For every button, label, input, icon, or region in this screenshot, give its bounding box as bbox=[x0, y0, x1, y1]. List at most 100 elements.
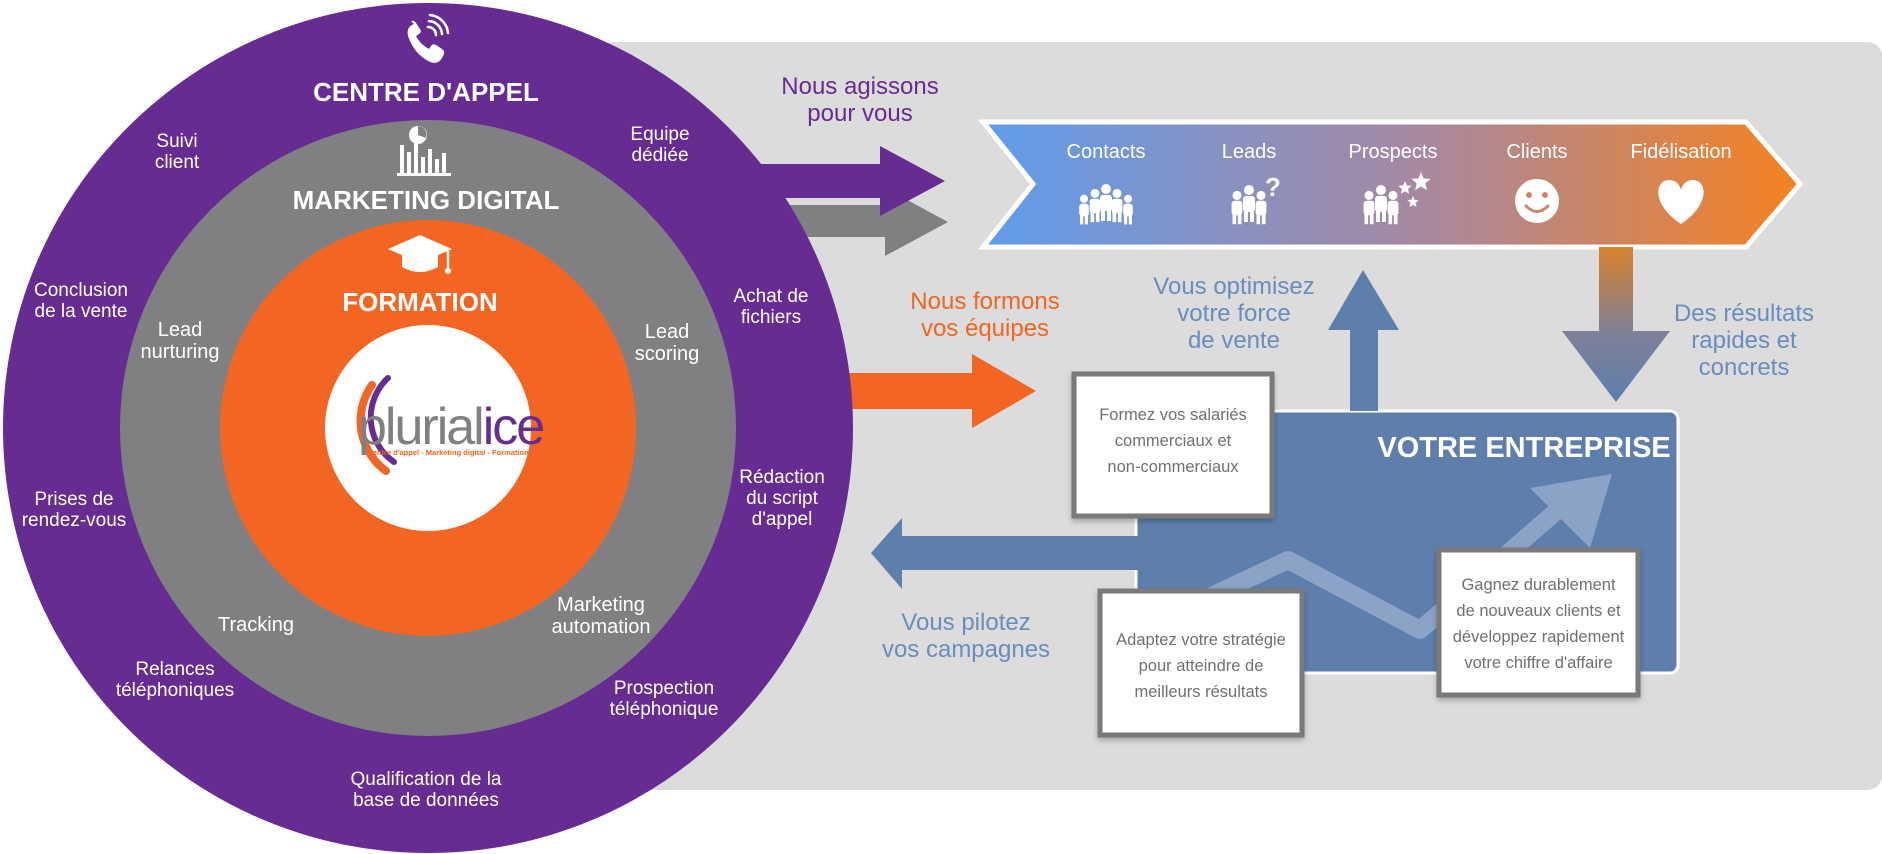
people-question-icon: ? bbox=[1231, 172, 1281, 225]
results-label-line: rapides et bbox=[1691, 327, 1797, 354]
funnel-stage-label: Fidélisation bbox=[1630, 141, 1731, 163]
outer-ring-item-line: fichiers bbox=[741, 307, 801, 328]
optimize-arrow bbox=[1328, 270, 1399, 411]
card-adapt bbox=[1097, 588, 1305, 738]
card-grow-text-line: Gagnez durablement bbox=[1461, 576, 1616, 594]
svg-text:plurialice: plurialice bbox=[358, 398, 543, 456]
chart-icon bbox=[397, 126, 451, 176]
card-adapt-text-line: Adaptez votre stratégie bbox=[1116, 631, 1286, 649]
funnel-stages: Contacts Leads? Prospects Clients Fidélisati… bbox=[1067, 141, 1732, 225]
growth-arrow-head bbox=[1530, 474, 1612, 548]
act-label-line: Nous agissons bbox=[781, 73, 938, 100]
logo-text: plurial bbox=[358, 398, 483, 456]
outer-ring-item-line: Prises de bbox=[34, 489, 113, 510]
outer-ring-title: CENTRE D'APPEL bbox=[313, 77, 539, 107]
middle-ring-item-line: nurturing bbox=[141, 341, 220, 363]
smiley-icon bbox=[1515, 179, 1559, 223]
outer-ring-item-line: Equipe bbox=[630, 124, 689, 145]
middle-ring-title: MARKETING DIGITAL bbox=[293, 185, 560, 215]
logo-tagline: Centre d'appel - Marketing digital - For… bbox=[367, 448, 529, 457]
logo-circle bbox=[325, 325, 531, 531]
outer-ring-item-line: Suivi bbox=[156, 131, 197, 152]
funnel-stage-label: Contacts bbox=[1067, 141, 1146, 163]
optimize-label-line: Vous optimisez bbox=[1153, 273, 1314, 300]
card-adapt-text-line: meilleurs résultats bbox=[1135, 683, 1268, 701]
outer-ring-item-line: d'appel bbox=[752, 509, 813, 530]
middle-ring-item-line: automation bbox=[552, 616, 651, 638]
outer-ring-item-line: rendez-vous bbox=[22, 510, 127, 531]
card-grow-text-line: votre chiffre d'affaire bbox=[1464, 654, 1612, 672]
results-arrow bbox=[1562, 247, 1670, 402]
middle-ring-item-line: Marketing bbox=[557, 594, 645, 616]
card-train-text-line: non-commerciaux bbox=[1107, 458, 1239, 476]
pilot-label-line: Vous pilotez bbox=[901, 609, 1030, 636]
svg-text:?: ? bbox=[1265, 172, 1281, 202]
card-grow-text-line: développez rapidement bbox=[1453, 628, 1625, 646]
logo: plurialice Centre d'appel - Marketing di… bbox=[356, 375, 545, 475]
results-label-line: concrets bbox=[1699, 354, 1790, 381]
outer-ring-item-line: dédiée bbox=[631, 145, 688, 166]
outer-ring-item-line: Prospection bbox=[614, 678, 714, 699]
people-group-icon bbox=[1079, 184, 1133, 225]
funnel-stage-label: Clients bbox=[1506, 141, 1567, 163]
outer-ring-item-line: Rédaction bbox=[739, 467, 825, 488]
company-title: VOTRE ENTREPRISE bbox=[1377, 432, 1670, 464]
card-train bbox=[1071, 371, 1275, 519]
optimize-label-line: votre force bbox=[1177, 300, 1290, 327]
card-train-text-line: commerciaux et bbox=[1115, 432, 1232, 450]
pilot-arrow bbox=[871, 518, 1138, 589]
outer-ring-item-line: Achat de bbox=[734, 286, 809, 307]
middle-ring-item-line: Lead bbox=[158, 319, 203, 341]
inner-ring-title: FORMATION bbox=[342, 287, 498, 317]
outer-ring-item-line: de la vente bbox=[35, 301, 128, 322]
outer-ring-item-line: téléphoniques bbox=[116, 680, 234, 701]
outer-ring-item-line: Conclusion bbox=[34, 280, 128, 301]
optimize-label-line: de vente bbox=[1188, 327, 1280, 354]
middle-ring-item-line: Lead bbox=[645, 321, 690, 343]
outer-ring-item-line: du script bbox=[746, 488, 819, 509]
outer-ring-item-line: base de données bbox=[353, 790, 499, 811]
outer-ring-item-line: téléphonique bbox=[610, 699, 719, 720]
heart-icon bbox=[1658, 180, 1704, 224]
funnel-stage-label: Prospects bbox=[1349, 141, 1438, 163]
middle-ring-item-line: Tracking bbox=[218, 614, 294, 636]
middle-ring-item: Tracking bbox=[218, 614, 294, 636]
phone-icon bbox=[407, 13, 450, 63]
act-label-line: pour vous bbox=[807, 100, 912, 127]
train-label-line: vos équipes bbox=[921, 315, 1049, 342]
results-label-line: Des résultats bbox=[1674, 300, 1814, 327]
funnel-stage-label: Leads bbox=[1222, 141, 1277, 163]
train-label-line: Nous formons bbox=[910, 288, 1059, 315]
card-grow-text: Gagnez durablement de nouveaux clients et… bbox=[1453, 576, 1625, 672]
purple-arrow bbox=[620, 146, 945, 216]
card-grow-text-line: de nouveaux clients et bbox=[1456, 602, 1621, 620]
people-stars-icon bbox=[1363, 172, 1431, 225]
outer-ring-item-line: Qualification de la bbox=[350, 769, 501, 790]
graduation-cap-icon bbox=[388, 235, 452, 274]
funnel-band bbox=[977, 119, 1804, 250]
logo-text-accent: ice bbox=[483, 398, 544, 456]
middle-ring-item-line: scoring bbox=[635, 343, 699, 365]
